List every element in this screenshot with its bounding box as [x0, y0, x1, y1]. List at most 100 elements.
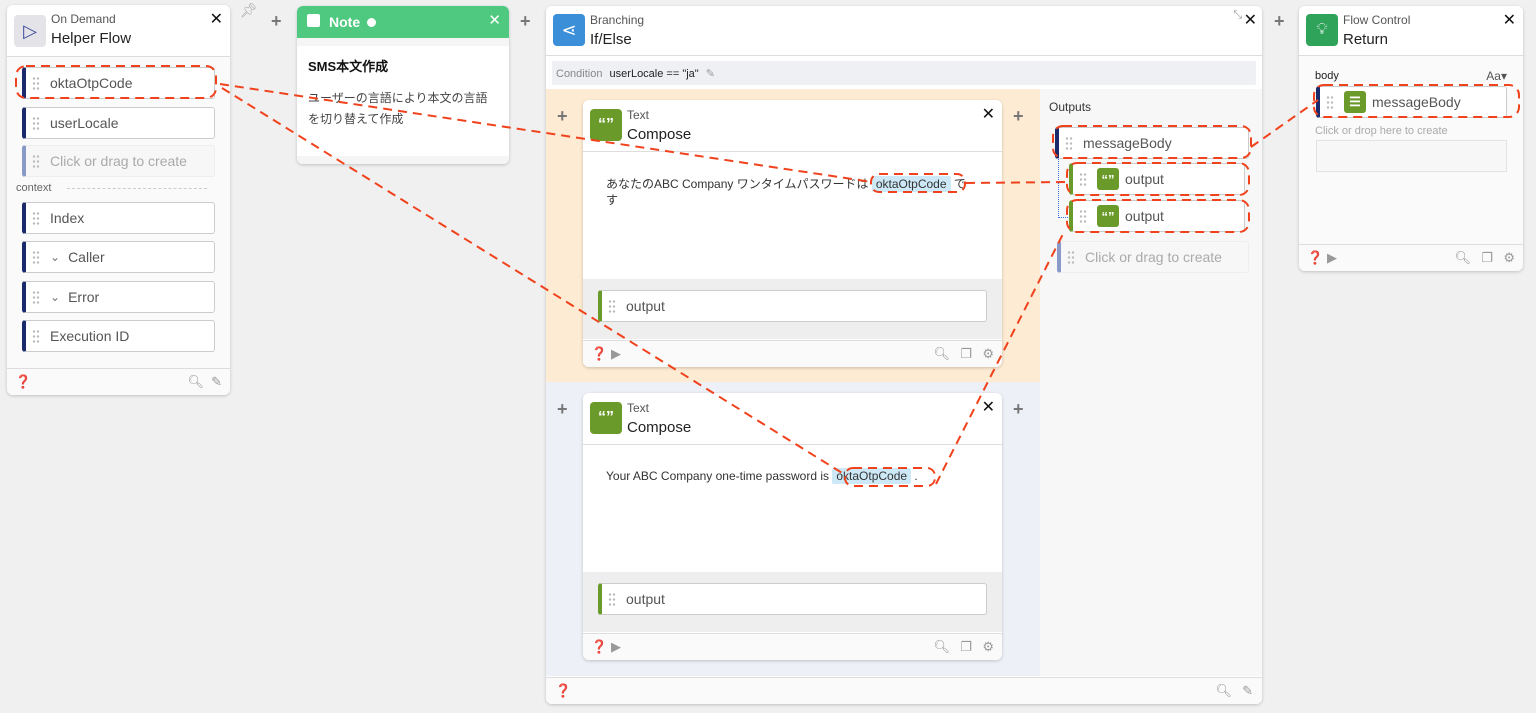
field-index[interactable]: Index	[22, 202, 215, 234]
spacer	[297, 156, 509, 164]
create-field-placeholder[interactable]: Click or drag to create	[22, 145, 215, 177]
gear-icon[interactable]: ⚙	[982, 639, 994, 654]
return-card: 💡︎ Flow Control Return ✕ body Aa▾ ☰messa…	[1299, 6, 1523, 271]
drag-handle-icon[interactable]	[32, 329, 40, 343]
drag-handle-icon[interactable]	[32, 116, 40, 130]
search-icon[interactable]: 🔍︎	[933, 639, 950, 654]
add-step-icon[interactable]: +	[271, 11, 282, 31]
field-execution-id[interactable]: Execution ID	[22, 320, 215, 352]
collapse-icon[interactable]: ⤡	[1233, 9, 1242, 21]
helper-flow-card: ▷ On Demand Helper Flow ✕ oktaOtpCode us…	[7, 5, 230, 395]
info-icon[interactable]	[367, 18, 376, 27]
card-title: Compose	[627, 126, 692, 143]
close-icon[interactable]: ✕	[981, 106, 995, 123]
drag-handle-icon[interactable]	[1065, 136, 1073, 150]
chevron-down-icon[interactable]: ⌄	[50, 290, 61, 304]
card-header: “” Text Compose ✕	[583, 100, 1002, 152]
compose-card-en: “” Text Compose ✕ Your ABC Company one-t…	[583, 393, 1002, 660]
drop-zone[interactable]	[1316, 140, 1507, 172]
drag-handle-icon[interactable]	[1079, 209, 1087, 223]
field-caller[interactable]: ⌄Caller	[22, 241, 215, 273]
field-oktaotpcode[interactable]: oktaOtpCode	[22, 67, 215, 99]
note-header-label: Note	[329, 14, 361, 30]
play-icon[interactable]: ▶	[611, 346, 621, 361]
drag-handle-icon[interactable]	[32, 250, 40, 264]
copy-icon[interactable]: ❐	[1481, 250, 1493, 265]
token-oktaotpcode[interactable]: oktaOtpCode	[871, 176, 951, 192]
pencil-icon[interactable]: ✎	[211, 374, 222, 389]
drag-handle-icon[interactable]	[608, 592, 616, 606]
output-field[interactable]: output	[598, 290, 987, 322]
token-oktaotpcode[interactable]: oktaOtpCode	[832, 468, 912, 484]
field-label: Error	[68, 289, 100, 305]
text-editor[interactable]: Your ABC Company one-time password is ok…	[606, 468, 976, 484]
condition-bar[interactable]: Condition userLocale == "ja" ✎	[552, 61, 1256, 85]
drag-handle-icon[interactable]	[32, 76, 40, 90]
drag-handle-icon[interactable]	[32, 290, 40, 304]
output-ref-2[interactable]: “”output	[1069, 200, 1245, 232]
card-subtitle: Branching	[590, 13, 645, 27]
add-step-icon[interactable]: +	[1013, 106, 1024, 126]
close-icon[interactable]: ✕	[209, 11, 223, 28]
drag-handle-icon	[32, 154, 40, 168]
close-icon[interactable]: ✕	[1502, 12, 1516, 29]
field-userlocale[interactable]: userLocale	[22, 107, 215, 139]
add-step-icon[interactable]: +	[557, 106, 568, 126]
search-icon[interactable]: 🔍︎	[187, 374, 204, 389]
format-dropdown[interactable]: Aa▾	[1486, 69, 1507, 83]
help-icon[interactable]: ❓	[591, 346, 608, 361]
card-title: Compose	[627, 419, 692, 436]
add-step-icon[interactable]: +	[557, 399, 568, 419]
output-ref-1[interactable]: “”output	[1069, 163, 1245, 195]
help-icon[interactable]: ❓	[1307, 250, 1324, 265]
gear-icon[interactable]: ⚙	[1503, 250, 1515, 265]
field-label: output	[1125, 208, 1164, 224]
card-subtitle: Text	[627, 108, 650, 122]
close-icon[interactable]: ✕	[1243, 12, 1257, 29]
text-editor[interactable]: あなたのABC Company ワンタイムパスワードは oktaOtpCode …	[606, 176, 976, 208]
pin-icon[interactable]: 📌︎	[240, 2, 258, 18]
add-step-icon[interactable]: +	[1274, 11, 1285, 31]
note-title: SMS本文作成	[308, 59, 389, 74]
chevron-down-icon[interactable]: ⌄	[50, 250, 61, 264]
field-label: messageBody	[1372, 94, 1461, 110]
card-header: ▷ On Demand Helper Flow ✕	[7, 5, 230, 57]
search-icon[interactable]: 🔍︎	[1215, 683, 1232, 698]
field-label: userLocale	[50, 115, 119, 131]
add-step-icon[interactable]: +	[520, 11, 531, 31]
search-icon[interactable]: 🔍︎	[1454, 250, 1471, 265]
card-title: Return	[1343, 31, 1389, 48]
play-icon: ▷	[14, 15, 46, 47]
search-icon[interactable]: 🔍︎	[933, 346, 950, 361]
field-error[interactable]: ⌄ Error	[22, 281, 215, 313]
field-label: Index	[50, 210, 85, 226]
output-field[interactable]: output	[598, 583, 987, 615]
context-label: context	[16, 182, 52, 194]
help-icon[interactable]: ❓	[591, 639, 608, 654]
drag-handle-icon[interactable]	[608, 299, 616, 313]
if-else-card: ⋖ Branching If/Else ⤡ ✕ Condition userLo…	[546, 6, 1262, 704]
drag-handle-icon[interactable]	[32, 211, 40, 225]
quote-icon: “”	[590, 402, 622, 434]
help-icon[interactable]: ❓	[555, 683, 572, 698]
drag-handle-icon[interactable]	[1326, 95, 1334, 109]
card-footer: ❓ 🔍︎ ✎	[546, 677, 1262, 704]
output-messagebody[interactable]: messageBody	[1055, 127, 1249, 159]
pencil-icon[interactable]: ✎	[705, 68, 715, 80]
drag-handle-icon	[1067, 250, 1075, 264]
body-field[interactable]: ☰messageBody	[1316, 86, 1507, 118]
card-subtitle: Text	[627, 401, 650, 415]
create-output-placeholder[interactable]: Click or drag to create	[1057, 241, 1249, 273]
play-icon[interactable]: ▶	[1327, 250, 1337, 265]
play-icon[interactable]: ▶	[611, 639, 621, 654]
card-subtitle: On Demand	[51, 12, 116, 26]
pencil-icon[interactable]: ✎	[1242, 683, 1253, 698]
copy-icon[interactable]: ❐	[960, 346, 972, 361]
copy-icon[interactable]: ❐	[960, 639, 972, 654]
add-step-icon[interactable]: +	[1013, 399, 1024, 419]
drag-handle-icon[interactable]	[1079, 172, 1087, 186]
close-icon[interactable]: ✕	[488, 12, 501, 29]
gear-icon[interactable]: ⚙	[982, 346, 994, 361]
close-icon[interactable]: ✕	[981, 399, 995, 416]
help-icon[interactable]: ❓	[15, 374, 32, 389]
